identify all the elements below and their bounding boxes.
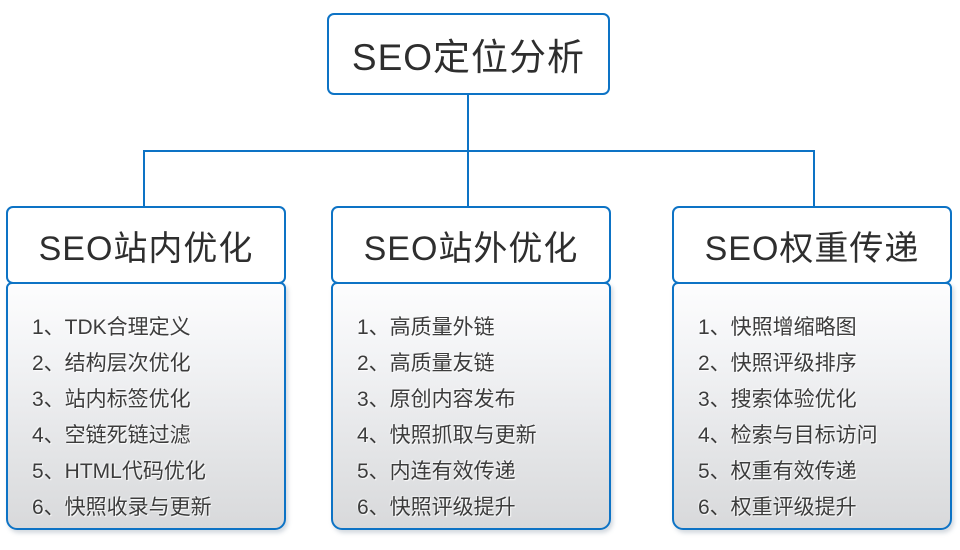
- list-item: 6、权重评级提升: [698, 496, 857, 519]
- connector-drop-left-line: [143, 150, 145, 207]
- branch-title: SEO站内优化: [38, 229, 254, 268]
- list-item: 4、快照抓取与更新: [357, 424, 537, 447]
- connector-drop-middle-line: [467, 150, 469, 207]
- list-item: 3、站内标签优化: [32, 388, 191, 411]
- list-item: 4、空链死链过滤: [32, 424, 191, 447]
- branch-header-weight: SEO权重传递: [672, 206, 952, 284]
- list-item: 2、结构层次优化: [32, 352, 191, 375]
- list-item: 3、搜索体验优化: [698, 388, 857, 411]
- branch-title: SEO站外优化: [363, 229, 579, 268]
- root-node: SEO定位分析: [327, 13, 610, 95]
- list-item: 1、高质量外链: [357, 316, 495, 339]
- list-item: 5、内连有效传递: [357, 460, 516, 483]
- branch-panel-onsite: 1、TDK合理定义 2、结构层次优化 3、站内标签优化 4、空链死链过滤 5、H…: [6, 282, 286, 530]
- branch-panel-offsite: 1、高质量外链 2、高质量友链 3、原创内容发布 4、快照抓取与更新 5、内连有…: [331, 282, 611, 530]
- branch-onsite-optimization: SEO站内优化 1、TDK合理定义 2、结构层次优化 3、站内标签优化 4、空链…: [6, 206, 286, 530]
- branch-offsite-optimization: SEO站外优化 1、高质量外链 2、高质量友链 3、原创内容发布 4、快照抓取与…: [331, 206, 611, 530]
- list-item: 1、TDK合理定义: [32, 316, 191, 339]
- connector-crossbar-line: [143, 150, 815, 152]
- list-item: 5、权重有效传递: [698, 460, 857, 483]
- connector-drop-right-line: [813, 150, 815, 207]
- list-item: 2、高质量友链: [357, 352, 495, 375]
- branch-panel-weight: 1、快照增缩略图 2、快照评级排序 3、搜索体验优化 4、检索与目标访问 5、权…: [672, 282, 952, 530]
- list-item: 6、快照收录与更新: [32, 496, 212, 519]
- branch-header-onsite: SEO站内优化: [6, 206, 286, 284]
- list-item: 2、快照评级排序: [698, 352, 857, 375]
- list-item: 6、快照评级提升: [357, 496, 516, 519]
- connector-trunk-line: [467, 95, 469, 151]
- branch-weight-transfer: SEO权重传递 1、快照增缩略图 2、快照评级排序 3、搜索体验优化 4、检索与…: [672, 206, 952, 530]
- list-item: 5、HTML代码优化: [32, 460, 206, 483]
- branch-title: SEO权重传递: [704, 229, 920, 268]
- list-item: 1、快照增缩略图: [698, 316, 857, 339]
- list-item: 4、检索与目标访问: [698, 424, 878, 447]
- root-node-title: SEO定位分析: [351, 37, 586, 78]
- list-item: 3、原创内容发布: [357, 388, 516, 411]
- branch-header-offsite: SEO站外优化: [331, 206, 611, 284]
